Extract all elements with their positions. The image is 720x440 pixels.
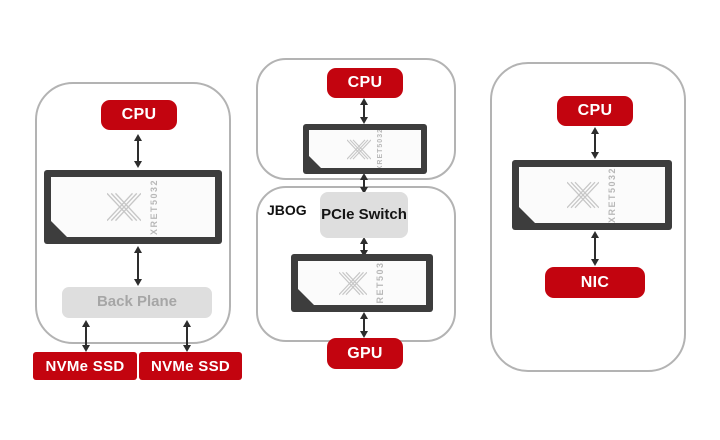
retimer-chip: XRET5032 (291, 254, 433, 312)
gpu-box: GPU (327, 338, 403, 369)
double-arrow-icon (182, 320, 191, 352)
double-arrow-icon (133, 134, 142, 168)
cpu-box: CPU (101, 100, 177, 130)
double-arrow-icon (590, 231, 599, 266)
double-arrow-icon (359, 98, 368, 124)
double-arrow-icon (359, 237, 368, 257)
chip-logo-icon (339, 271, 367, 296)
chip-part-number: XRET5032 (376, 127, 384, 171)
cpu-box: CPU (327, 68, 403, 98)
double-arrow-icon (133, 246, 142, 286)
double-arrow-icon (359, 312, 368, 338)
chip-part-number: XRET5032 (375, 254, 385, 312)
chip-body: XRET5032 (51, 177, 215, 237)
chip-body: XRET5032 (519, 167, 665, 223)
double-arrow-icon (81, 320, 90, 352)
retimer-chip: XRET5032 (512, 160, 672, 230)
chip-part-number: XRET5032 (149, 178, 159, 236)
chip-body: XRET5032 (309, 130, 421, 168)
chip-logo-icon (107, 192, 141, 222)
nvme-ssd-box: NVMe SSD (139, 352, 242, 380)
chip-part-number: XRET5032 (607, 166, 617, 224)
double-arrow-icon (590, 127, 599, 159)
jbog-enclosure-label: JBOG (267, 202, 307, 218)
backplane-box: Back Plane (62, 287, 212, 318)
nic-box: NIC (545, 267, 645, 298)
retimer-chip: XRET5032 (44, 170, 222, 244)
nvme-ssd-box: NVMe SSD (33, 352, 137, 380)
cpu-box: CPU (557, 96, 633, 126)
pcie-switch-box: PCIe Switch (320, 192, 408, 238)
chip-body: XRET5032 (298, 261, 426, 305)
retimer-chip: XRET5032 (303, 124, 427, 174)
chip-logo-icon (567, 181, 599, 209)
double-arrow-icon (359, 173, 368, 194)
chip-logo-icon (347, 139, 371, 160)
